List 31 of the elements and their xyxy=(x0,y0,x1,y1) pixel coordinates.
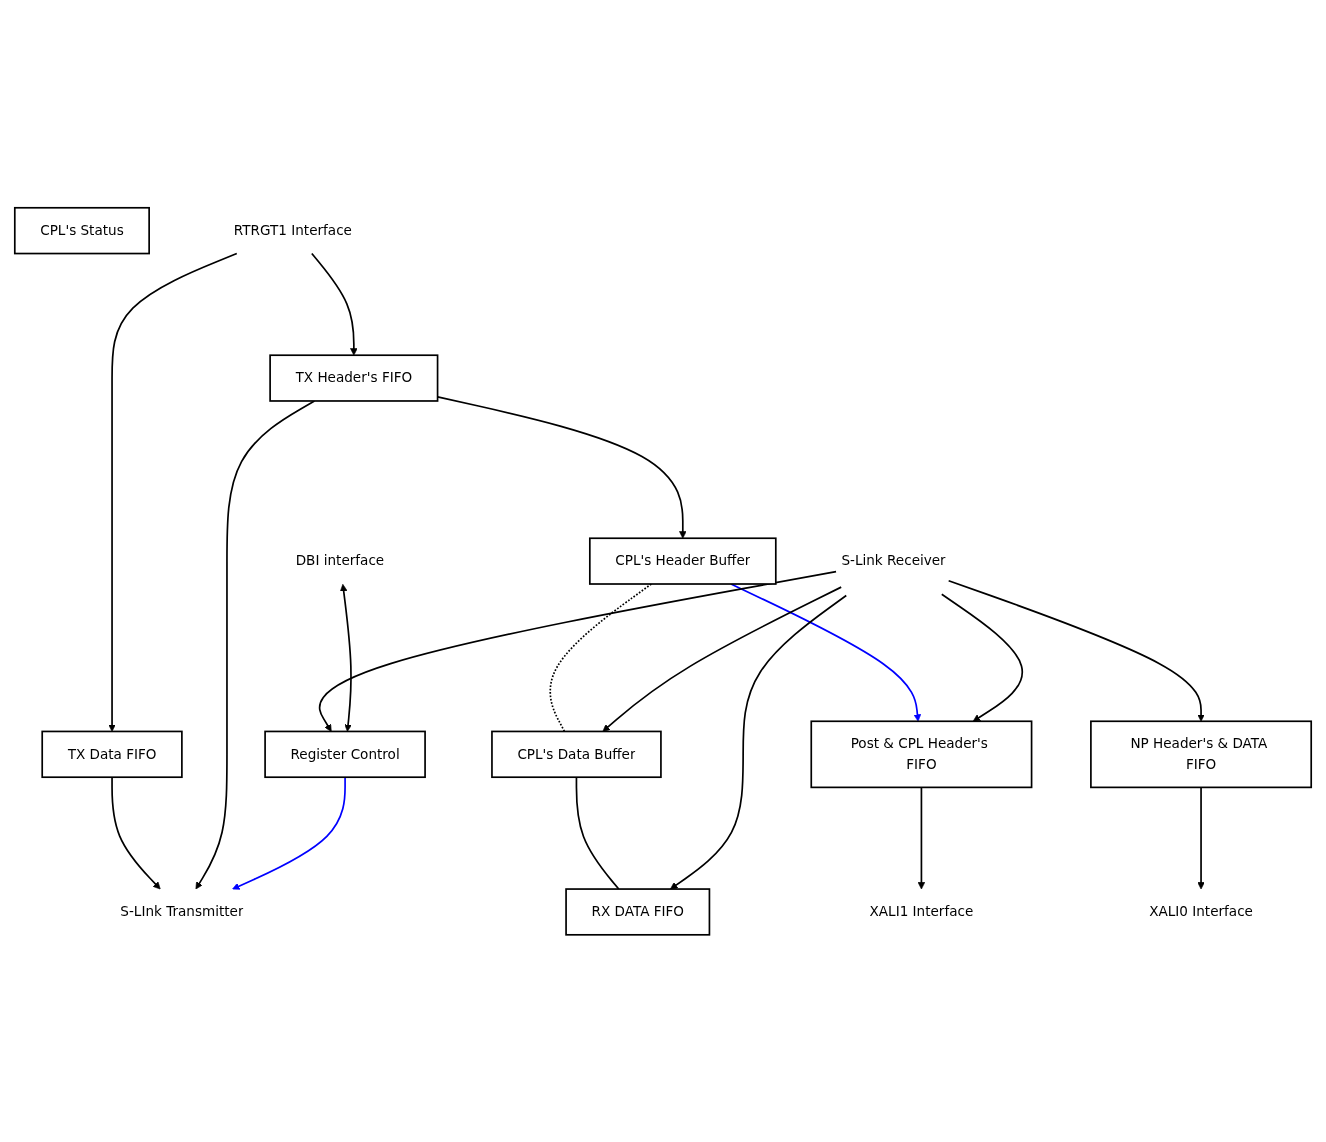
connector xyxy=(549,582,653,732)
arrow xyxy=(111,776,161,890)
node-text: XALI1 Interface xyxy=(869,903,974,920)
arrow xyxy=(339,583,352,732)
node-text: DBI interface xyxy=(295,552,385,569)
arrow xyxy=(670,594,848,890)
node-box: CPL's Status xyxy=(13,206,150,255)
arrow xyxy=(108,252,238,732)
node-box: TX Data FIFO xyxy=(41,730,183,778)
arrow xyxy=(1197,786,1205,890)
node-box: RX DATA FIFO xyxy=(565,887,711,936)
arrow xyxy=(730,582,922,722)
arrow xyxy=(917,786,926,890)
node-box: NP Header's & DATA FIFO xyxy=(1090,720,1313,788)
arrow xyxy=(602,586,843,732)
arrow xyxy=(947,579,1205,722)
node-text: RTRGT1 Interface xyxy=(233,221,352,238)
node-box: CPL's Header Buffer xyxy=(588,537,777,585)
connector xyxy=(575,776,620,890)
arrow xyxy=(232,776,346,890)
node-box: TX Header's FIFO xyxy=(269,354,439,402)
arrow xyxy=(940,593,1024,722)
node-box: Post & CPL Header's FIFO xyxy=(810,720,1033,788)
arrow xyxy=(310,252,358,356)
arrow xyxy=(195,399,316,890)
node-text: XALI0 Interface xyxy=(1149,903,1253,920)
node-text: S-Link Receiver xyxy=(841,552,946,569)
arrow xyxy=(318,570,837,732)
node-box: CPL's Data Buffer xyxy=(491,730,662,778)
node-box: Register Control xyxy=(264,730,426,778)
node-text: S-LInk Transmitter xyxy=(120,903,244,920)
